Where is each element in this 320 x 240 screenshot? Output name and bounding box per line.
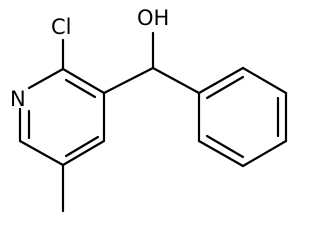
bond-c5-c4 <box>61 139 106 167</box>
atom-labels: Cl N OH <box>10 6 169 111</box>
bond-c6-c5 <box>18 139 65 167</box>
chlorine-label: Cl <box>51 15 72 39</box>
bond-c3-c2-inner <box>64 78 97 99</box>
bond-ph-5-6-inner <box>205 134 245 159</box>
bond-c3-carbinol <box>102 66 155 95</box>
nitrogen-label: N <box>10 87 26 111</box>
bonds <box>18 31 288 213</box>
bond-ph-5-6 <box>197 139 245 168</box>
bond-carbinol-phenyl <box>151 66 201 95</box>
bond-c2-n1 <box>27 67 65 90</box>
bond-ph-2-3 <box>241 66 288 95</box>
bond-c5-c4-inner <box>64 135 100 158</box>
chemical-structure-diagram: Cl N OH <box>10 6 288 213</box>
bond-ph-1-2 <box>197 66 245 95</box>
hydroxyl-label: OH <box>137 6 169 30</box>
bond-ph-1-2-inner <box>205 75 245 100</box>
bond-c2-c3 <box>61 67 106 95</box>
bond-ph-4-5 <box>241 139 288 168</box>
